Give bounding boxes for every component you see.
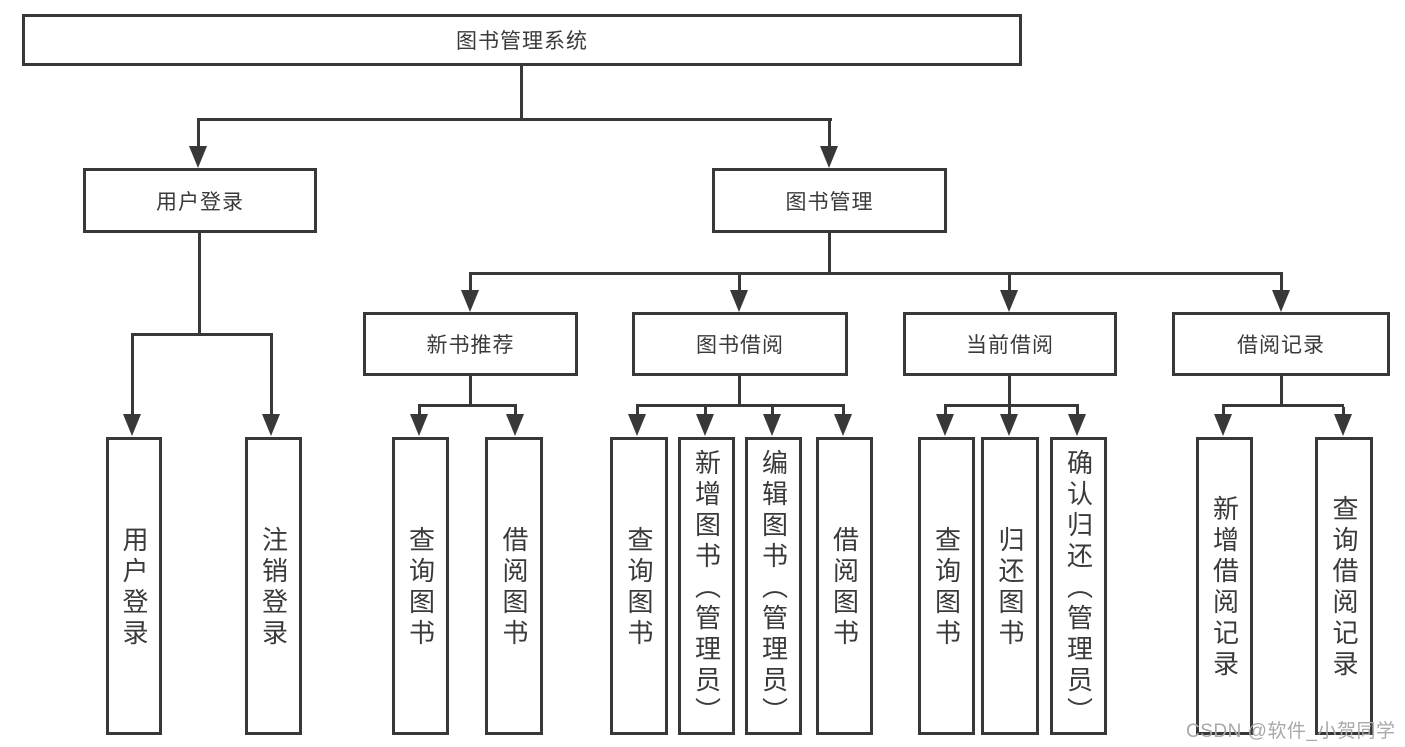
arrowhead-bb-search: [628, 414, 646, 436]
arrowhead-br-search: [1334, 414, 1352, 436]
leaf-bb-search-book: 查询图书: [610, 437, 668, 735]
connector-user-login-trunk: [198, 233, 201, 336]
connector-current-borrow-branch: [944, 404, 1079, 407]
node-book-borrow: 图书借阅: [632, 312, 848, 376]
connector-stem-bb-edit: [771, 407, 774, 416]
connector-book-mgmt-trunk: [828, 233, 831, 275]
leaf-nb-search-book: 查询图书: [392, 437, 449, 735]
connector-stem-bb-search: [636, 407, 639, 416]
arrowhead-cb-search: [936, 414, 954, 436]
connector-stem-nb-search: [418, 407, 421, 416]
connector-stem-leaf-user-login: [131, 336, 134, 416]
arrowhead-nb-borrow: [506, 414, 524, 436]
arrowhead-br-add: [1214, 414, 1232, 436]
connector-stem-cb-return: [1008, 407, 1011, 416]
node-new-book-rec: 新书推荐: [363, 312, 578, 376]
connector-stem-current-borrow: [1008, 275, 1011, 293]
connector-stem-bb-add: [704, 407, 707, 416]
connector-borrow-record-branch: [1222, 404, 1344, 407]
connector-stem-cb-confirm: [1076, 407, 1079, 416]
node-book-mgmt: 图书管理: [712, 168, 947, 233]
connector-book-borrow-branch: [636, 404, 845, 407]
arrowhead-bb-borrow: [834, 414, 852, 436]
arrowhead-book-borrow: [730, 290, 748, 312]
connector-new-book-rec-trunk: [469, 376, 472, 407]
connector-new-book-rec-branch: [418, 404, 517, 407]
arrowhead-borrow-record: [1272, 290, 1290, 312]
leaf-br-search-record: 查询借阅记录: [1315, 437, 1373, 735]
node-borrow-record: 借阅记录: [1172, 312, 1390, 376]
arrowhead-leaf-user-login: [123, 414, 141, 436]
arrowhead-current-borrow: [1000, 290, 1018, 312]
connector-stem-leaf-logout: [270, 336, 273, 416]
connector-current-borrow-trunk: [1008, 376, 1011, 407]
connector-stem-book-borrow: [738, 275, 741, 293]
watermark-csdn: CSDN @软件_小贺同学: [1186, 721, 1396, 742]
arrowhead-leaf-logout: [262, 414, 280, 436]
connector-stem-br-search: [1342, 407, 1345, 416]
connector-book-borrow-trunk: [738, 376, 741, 407]
leaf-bb-add-book: 新增图书（管理员）: [678, 437, 735, 735]
connector-stem-nb-borrow: [514, 407, 517, 416]
arrowhead-cb-return: [1000, 414, 1018, 436]
arrowhead-bb-add: [696, 414, 714, 436]
leaf-cb-confirm-return: 确认归还（管理员）: [1050, 437, 1107, 735]
connector-borrow-record-trunk: [1280, 376, 1283, 407]
connector-stem-borrow-record: [1280, 275, 1283, 293]
connector-stem-bb-borrow: [842, 407, 845, 416]
leaf-cb-search-book: 查询图书: [918, 437, 975, 735]
leaf-logout: 注销登录: [245, 437, 302, 735]
connector-level2-branch: [197, 118, 832, 121]
leaf-nb-borrow-book: 借阅图书: [485, 437, 543, 735]
node-user-login: 用户登录: [83, 168, 317, 233]
arrowhead-bb-edit: [763, 414, 781, 436]
node-current-borrow: 当前借阅: [903, 312, 1117, 376]
connector-stem-new-book-rec: [469, 275, 472, 293]
leaf-cb-return-book: 归还图书: [981, 437, 1039, 735]
arrowhead-new-book-rec: [461, 290, 479, 312]
connector-stem-book-mgmt: [828, 121, 831, 149]
connector-stem-user-login: [197, 121, 200, 149]
connector-stem-cb-search: [944, 407, 947, 416]
connector-stem-br-add: [1222, 407, 1225, 416]
leaf-bb-edit-book: 编辑图书（管理员）: [745, 437, 802, 735]
arrowhead-user-login: [189, 146, 207, 168]
leaf-bb-borrow-book: 借阅图书: [816, 437, 873, 735]
arrowhead-cb-confirm: [1068, 414, 1086, 436]
leaf-br-add-record: 新增借阅记录: [1196, 437, 1253, 735]
connector-level3-branch: [469, 272, 1283, 275]
node-root: 图书管理系统: [22, 14, 1022, 66]
leaf-user-login: 用户登录: [106, 437, 162, 735]
arrowhead-book-mgmt: [820, 146, 838, 168]
connector-user-login-branch: [131, 333, 273, 336]
connector-root-trunk: [520, 66, 523, 120]
arrowhead-nb-search: [410, 414, 428, 436]
